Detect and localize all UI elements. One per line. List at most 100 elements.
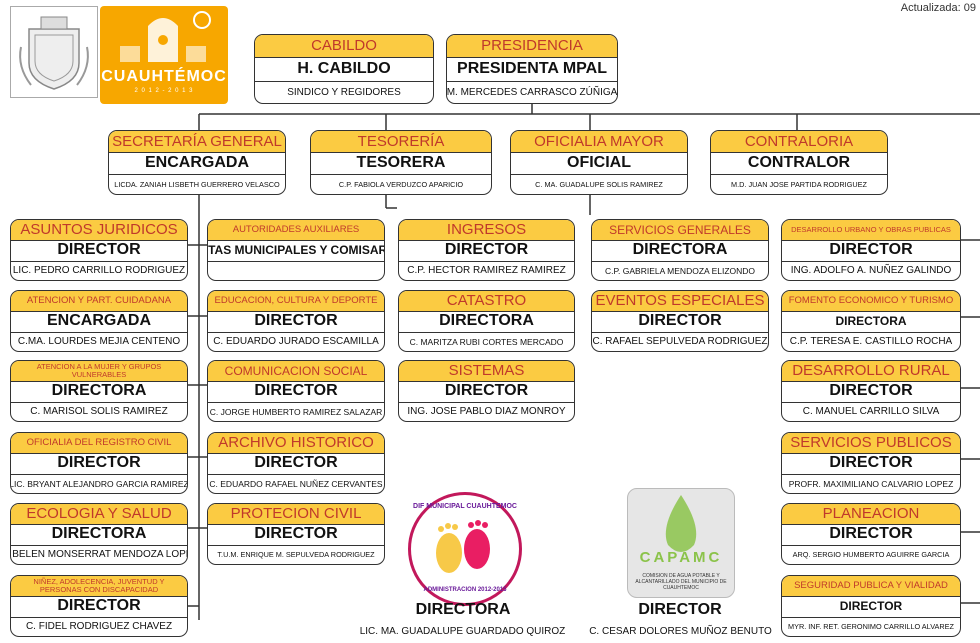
cuauhtemoc-logo-text: CUAUHTÉMOC bbox=[101, 68, 227, 85]
person-name: C.P. TERESA E. CASTILLO ROCHA bbox=[782, 331, 960, 351]
person-name: C. FIDEL RODRIGUEZ CHAVEZ bbox=[11, 616, 187, 636]
role-title: DIRECTOR bbox=[829, 382, 913, 400]
cuauhtemoc-logo: CUAUHTÉMOC 2 0 1 2 - 2 0 1 3 bbox=[100, 6, 228, 104]
dept-title: PLANEACION bbox=[782, 504, 960, 525]
org-box-autoridades-auxiliares: AUTORIDADES AUXILIARESJUNTAS MUNICIPALES… bbox=[207, 219, 385, 281]
role-title: DIRECTOR bbox=[254, 382, 338, 400]
person-name: C. MA. GUADALUPE SOLIS RAMIREZ bbox=[511, 173, 687, 194]
org-box-atencion-a-la-mujer-y-grupos-vulnerables: ATENCION A LA MUJER Y GRUPOS VULNERABLES… bbox=[10, 360, 188, 422]
dept-title: EVENTOS ESPECIALES bbox=[592, 291, 768, 312]
dept-title: TESORERÍA bbox=[311, 131, 491, 153]
cuauhtemoc-logo-years: 2 0 1 2 - 2 0 1 3 bbox=[134, 88, 194, 94]
role-title: DIRECTORA bbox=[632, 241, 728, 259]
dif-director-name: LIC. MA. GUADALUPE GUARDADO QUIROZ bbox=[359, 626, 566, 637]
dept-title: OFICIALIA MAYOR bbox=[511, 131, 687, 153]
dept-title: PRESIDENCIA bbox=[447, 35, 617, 59]
person-name: C. RAFAEL SEPULVEDA RODRIGUEZ bbox=[592, 331, 768, 351]
person-name: C. BELEN MONSERRAT MENDOZA LOPEZ bbox=[11, 544, 187, 564]
dept-title: DESARROLLO URBANO Y OBRAS PUBLICAS bbox=[782, 220, 960, 241]
org-box-ecologia-y-salud: ECOLOGIA Y SALUDDIRECTORAC. BELEN MONSER… bbox=[10, 503, 188, 565]
dept-title: CATASTRO bbox=[399, 291, 574, 312]
dept-title: INGRESOS bbox=[399, 220, 574, 241]
person-name: LIC. BRYANT ALEJANDRO GARCIA RAMIREZ bbox=[11, 473, 187, 493]
person-name: M.D. JUAN JOSE PARTIDA RODRIGUEZ bbox=[711, 173, 887, 194]
person-name: C.P. GABRIELA MENDOZA ELIZONDO bbox=[592, 260, 768, 280]
role-title: ENCARGADA bbox=[145, 153, 249, 171]
dept-title: FOMENTO ECONOMICO Y TURISMO bbox=[782, 291, 960, 312]
dept-title: CONTRALORIA bbox=[711, 131, 887, 153]
person-name: C. MARITZA RUBI CORTES MERCADO bbox=[399, 331, 574, 351]
person-name: M. MERCEDES CARRASCO ZÚÑIGA bbox=[447, 81, 617, 103]
role-title: DIRECTOR bbox=[829, 454, 913, 472]
dept-title: NIÑEZ, ADOLECENCIA, JUVENTUD Y PERSONAS … bbox=[11, 576, 187, 597]
role-title: DIRECTORA bbox=[51, 525, 147, 543]
dept-title: ASUNTOS JURIDICOS bbox=[11, 220, 187, 241]
dif-logo-bottom-text: ADMINISTRACION 2012-2015 bbox=[423, 587, 507, 593]
capamc-director-role: DIRECTOR bbox=[638, 601, 722, 618]
dept-title: ATENCION Y PART. CUIDADANA bbox=[11, 291, 187, 312]
person-name: T.U.M. ENRIQUE M. SEPULVEDA RODRIGUEZ bbox=[208, 544, 384, 564]
role-title: DIRECTORA bbox=[835, 314, 907, 329]
dept-title: DESARROLLO RURAL bbox=[782, 361, 960, 382]
dept-title: ECOLOGIA Y SALUD bbox=[11, 504, 187, 525]
person-name: LICDA. ZANIAH LISBETH GUERRERO VELASCO bbox=[109, 173, 285, 194]
municipal-seal-logo bbox=[10, 6, 98, 98]
org-box-fomento-economico-y-turismo: FOMENTO ECONOMICO Y TURISMO DIRECTORA C.P.… bbox=[781, 290, 961, 352]
role-title: DIRECTOR bbox=[254, 312, 338, 330]
capamc-director-name: C. CESAR DOLORES MUÑOZ BENUTO bbox=[589, 626, 772, 637]
role-title: DIRECTOR bbox=[829, 241, 913, 259]
dept-title: ARCHIVO HISTORICO bbox=[208, 433, 384, 454]
role-title: DIRECTOR bbox=[444, 382, 529, 400]
role-title: DIRECTOR bbox=[57, 597, 141, 615]
dept-title: SISTEMAS bbox=[399, 361, 574, 382]
role-title: TESORERA bbox=[356, 153, 446, 171]
dept-title: AUTORIDADES AUXILIARES bbox=[208, 220, 384, 241]
org-box-ninez-adolecencia-juventud-y-personas-con-discapacidad: NIÑEZ, ADOLECENCIA, JUVENTUD Y PERSONAS … bbox=[10, 575, 188, 637]
dept-title: SEGURIDAD PUBLICA Y VIALIDAD bbox=[782, 576, 960, 597]
dif-logo: DIF MUNICIPAL CUAUHTEMOC ADMINISTRACION … bbox=[408, 492, 522, 606]
role-title: DIRECTOR bbox=[829, 525, 913, 543]
role-title: CONTRALOR bbox=[747, 153, 851, 171]
person-name: ING. ADOLFO A. NUÑEZ GALINDO bbox=[782, 260, 960, 280]
capamc-logo: CAPAMC COMISION DE AGUA POTABLE Y ALCANT… bbox=[627, 488, 735, 598]
dept-title: ATENCION A LA MUJER Y GRUPOS VULNERABLES bbox=[11, 361, 187, 382]
role-title: DIRECTOR bbox=[638, 312, 722, 330]
person-name bbox=[208, 260, 384, 280]
role-title: DIRECTOR bbox=[254, 525, 338, 543]
role-title: DIRECTOR bbox=[839, 599, 903, 614]
capamc-logo-sub: COMISION DE AGUA POTABLE Y ALCANTARILLAD… bbox=[635, 573, 727, 591]
role-title: DIRECTOR bbox=[57, 241, 141, 259]
person-name: SINDICO Y REGIDORES bbox=[255, 81, 433, 103]
role-title: OFICIAL bbox=[567, 153, 631, 171]
dept-title: SECRETARÍA GENERAL bbox=[109, 131, 285, 153]
person-name: C. MANUEL CARRILLO SILVA bbox=[782, 401, 960, 421]
dept-title: COMUNICACION SOCIAL bbox=[208, 361, 384, 382]
person-name: LIC. PEDRO CARRILLO RODRIGUEZ bbox=[11, 260, 187, 280]
role-title: ENCARGADA bbox=[47, 312, 151, 330]
dept-title: SERVICIOS PUBLICOS bbox=[782, 433, 960, 454]
person-name: C. EDUARDO JURADO ESCAMILLA bbox=[208, 331, 384, 351]
person-name: ING. JOSE PABLO DIAZ MONROY bbox=[399, 401, 574, 421]
dif-logo-top-text: DIF MUNICIPAL CUAUHTEMOC bbox=[413, 503, 517, 510]
role-title: DIRECTOR bbox=[254, 454, 338, 472]
